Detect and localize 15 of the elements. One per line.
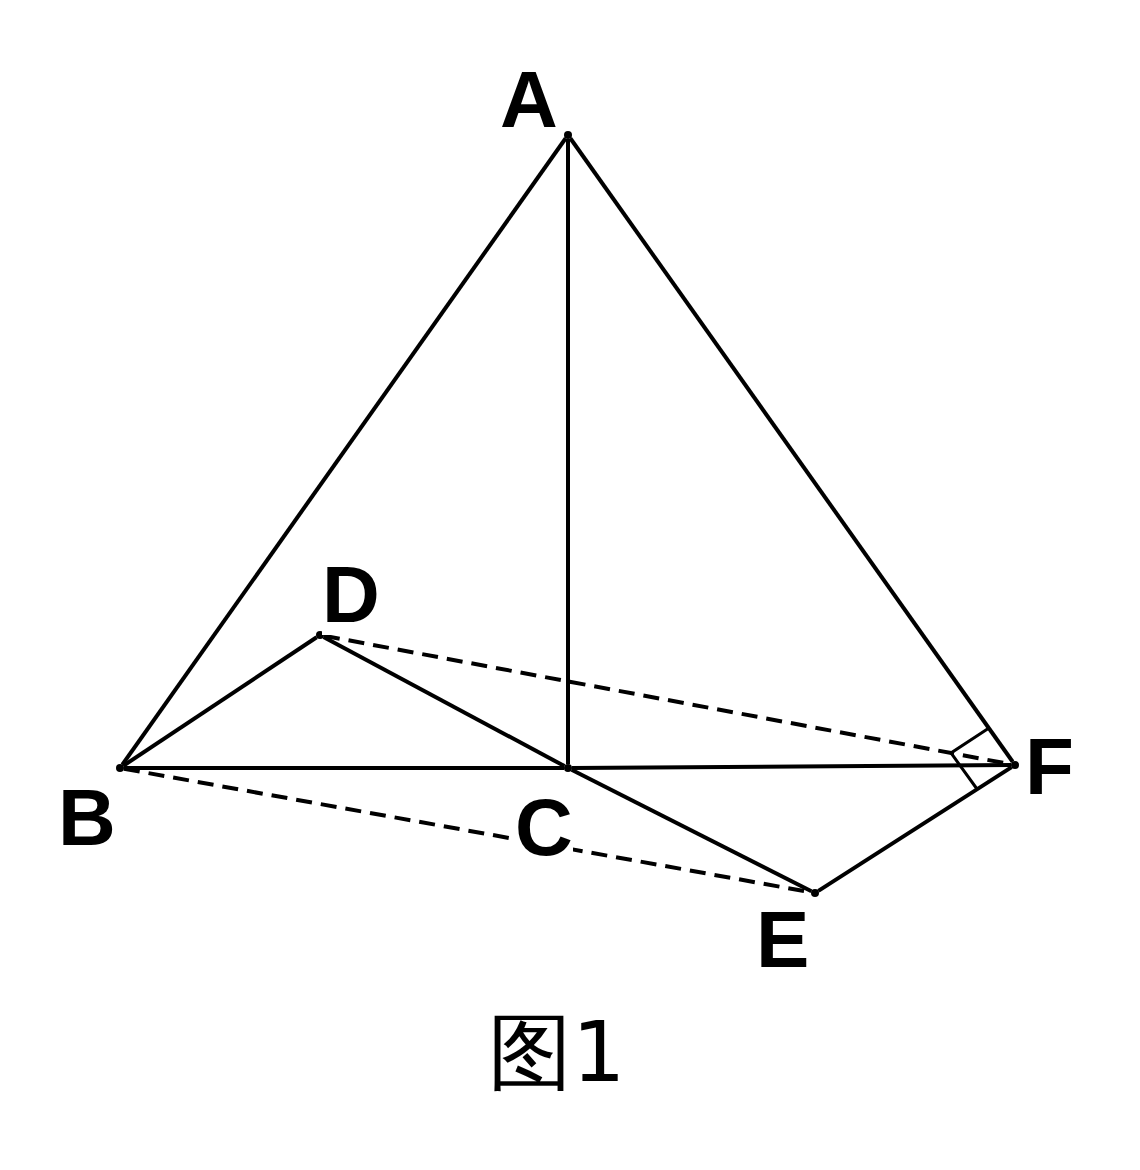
line-segment (568, 137, 1015, 763)
vertex-point (811, 889, 819, 897)
line-segment (122, 635, 318, 768)
vertex-point (564, 764, 572, 772)
line-segment (572, 763, 1011, 770)
vertex-point (1011, 761, 1019, 769)
vertex-point (564, 131, 572, 139)
line-segment (817, 765, 1013, 893)
line-segment (322, 635, 566, 768)
vertex-point (116, 764, 124, 772)
line-segment (120, 137, 568, 766)
line-segment (566, 139, 570, 764)
line-segment (124, 766, 564, 770)
figure-caption: 图1 (488, 1010, 626, 1094)
line-segment (570, 768, 813, 893)
